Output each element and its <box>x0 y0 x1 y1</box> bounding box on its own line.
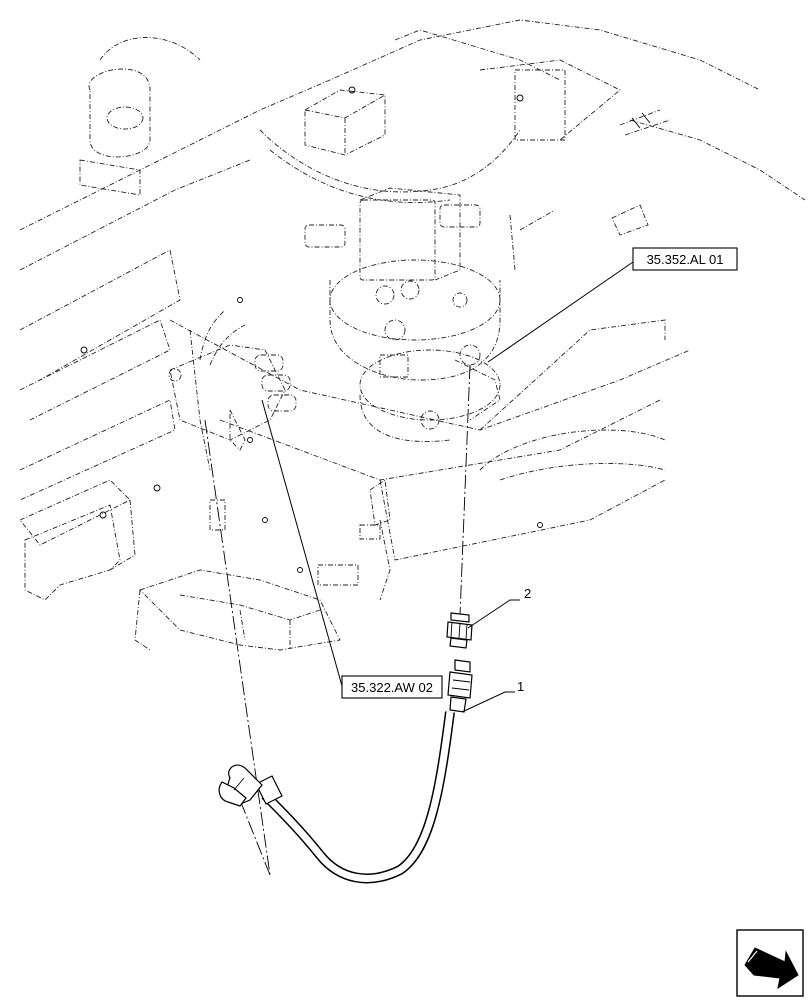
callout-1-label: 1 <box>517 679 524 694</box>
valve-block-phantom <box>168 309 297 451</box>
callout-2-label: 2 <box>524 586 531 601</box>
ref-box-swing-motor[interactable]: 35.352.AL 01 <box>632 247 738 271</box>
ref-swing-motor-label[interactable]: 35.352.AL 01 <box>647 252 724 267</box>
assembly-centerlines <box>204 364 471 876</box>
hose-part-1 <box>218 659 473 884</box>
callout-leaders <box>261 261 634 713</box>
callout-2: 2 <box>524 586 531 601</box>
fitting-part-2 <box>446 612 473 649</box>
machine-frame-phantom <box>19 19 806 651</box>
swing-motor-phantom <box>304 187 501 442</box>
callout-1: 1 <box>517 679 524 694</box>
ref-valve-block-label[interactable]: 35.322.AW 02 <box>351 680 433 695</box>
next-page-arrow-icon[interactable] <box>736 929 804 997</box>
ref-box-valve-block[interactable]: 35.322.AW 02 <box>341 675 443 699</box>
